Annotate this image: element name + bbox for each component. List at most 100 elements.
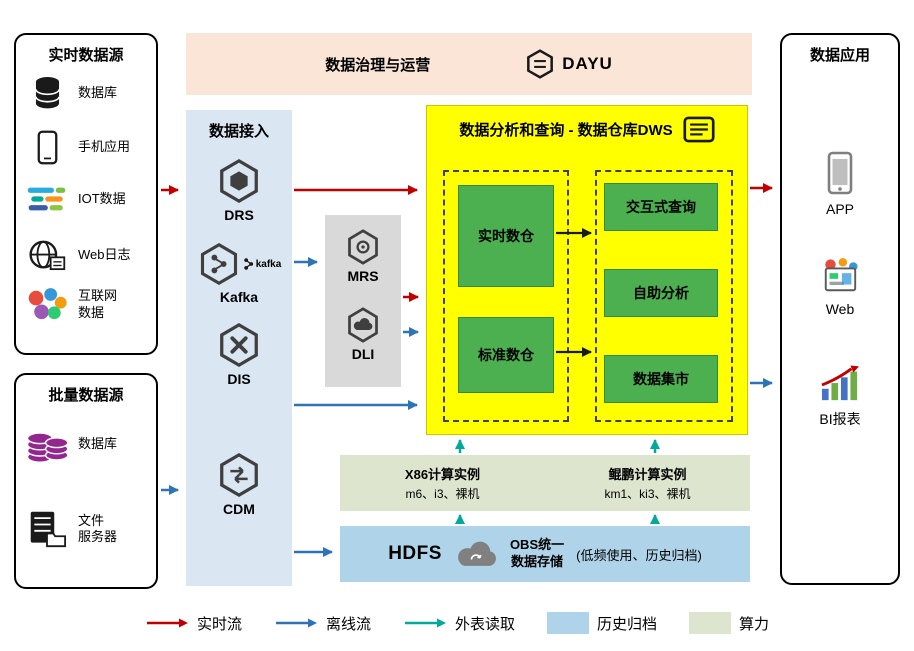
external-read-arrow-icon	[403, 617, 447, 629]
legend-label: 算力	[739, 615, 770, 633]
source-item-web-log: Web日志	[22, 238, 154, 273]
realtime-sources-title: 实时数据源	[48, 47, 124, 64]
source-label: 互联网 数据	[78, 288, 118, 320]
service-label: CDM	[223, 501, 255, 517]
legend-label: 离线流	[325, 615, 371, 633]
legend-item-external: 外表读取	[403, 613, 515, 634]
app-item-bi: BI报表	[782, 365, 898, 429]
legend: 实时流 离线流 外表读取 历史归档	[0, 612, 914, 634]
app-item-app: APP	[782, 151, 898, 217]
service-label: Kafka	[219, 289, 259, 305]
storage-bar: HDFS OBS统一 数据存储 (低频使用、历史归档)	[340, 526, 750, 582]
source-label: 数据库	[78, 85, 118, 101]
kunpeng-title: 鲲鹏计算实例	[608, 467, 687, 482]
service-dis: DIS	[186, 322, 292, 387]
batch-sources-panel: 批量数据源 数据库	[14, 373, 158, 589]
drs-icon	[216, 158, 262, 204]
green-box-label: 自助分析	[633, 285, 689, 301]
service-label: DLI	[351, 346, 375, 362]
mrs-icon	[345, 229, 381, 265]
source-label: 手机应用	[78, 139, 131, 155]
realtime-arrow-icon	[145, 617, 189, 629]
offline-arrow-icon	[274, 617, 318, 629]
service-label: DRS	[224, 207, 254, 223]
legend-label: 外表读取	[454, 615, 515, 633]
realtime-warehouse-box: 实时数仓	[458, 185, 554, 287]
archive-swatch	[547, 612, 589, 634]
app-label: APP	[825, 201, 854, 217]
obs-note: (低频使用、历史归档)	[576, 547, 702, 563]
dli-icon	[345, 307, 381, 343]
source-label: IOT数据	[78, 190, 126, 206]
ingestion-column: 数据接入 DRS	[186, 110, 292, 586]
kafka-icon-row: kafka	[197, 242, 282, 286]
legend-label: 历史归档	[597, 615, 658, 633]
kafka-wordmark: kafka	[243, 257, 282, 271]
governance-bar: 数据治理与运营 DAYU	[186, 33, 752, 95]
legend-item-archive: 历史归档	[547, 612, 657, 634]
green-box-label: 实时数仓	[478, 228, 534, 244]
app-phone-icon	[827, 151, 853, 195]
applications-panel: 数据应用 APP	[780, 33, 900, 585]
service-kafka: kafka Kafka	[186, 242, 292, 305]
dws-title-row: 数据分析和查询 - 数据仓库DWS	[427, 116, 747, 143]
warehouse-group-frame	[443, 170, 569, 422]
governance-title: 数据治理与运营	[325, 56, 431, 74]
service-cdm: CDM	[186, 452, 292, 517]
kunpeng-compute-block: 鲲鹏计算实例 km1、ki3、裸机	[545, 455, 750, 511]
analysis-group-frame	[595, 170, 733, 422]
green-box-label: 交互式查询	[626, 199, 696, 215]
kafka-hexagon-icon	[197, 242, 241, 286]
dws-zone: 数据分析和查询 - 数据仓库DWS 实时数仓 标准数仓 交互式查询 自助分析	[426, 105, 748, 435]
batch-sources-title: 批量数据源	[48, 387, 124, 404]
app-label: BI报表	[819, 411, 861, 427]
kafka-logo-text: kafka	[255, 258, 282, 270]
x86-title: X86计算实例	[404, 467, 481, 482]
service-drs: DRS	[186, 158, 292, 223]
phone-icon	[22, 130, 72, 165]
dayu-logo-text: DAYU	[562, 54, 613, 73]
source-item-file-server: 文件 服务器	[22, 510, 154, 548]
app-label: Web	[825, 301, 855, 317]
source-item-database: 数据库	[22, 75, 154, 112]
batch-database-icon	[22, 425, 72, 464]
applications-title: 数据应用	[809, 47, 870, 64]
hdfs-label: HDFS	[388, 543, 442, 564]
internet-icon	[22, 287, 72, 322]
compute-swatch	[689, 612, 732, 634]
service-mrs: MRS	[325, 229, 401, 284]
source-label: 文件 服务器	[78, 512, 118, 544]
realtime-sources-panel: 实时数据源 数据库 手机应用	[14, 33, 158, 355]
self-service-analysis-box: 自助分析	[604, 269, 718, 317]
source-item-internet-data: 互联网 数据	[22, 287, 154, 322]
source-item-iot: IOT数据	[22, 185, 154, 213]
database-icon	[22, 75, 72, 112]
kafka-logo-icon	[243, 257, 254, 271]
dayu-logo: DAYU	[525, 49, 613, 79]
kunpeng-spec: km1、ki3、裸机	[604, 487, 691, 501]
obs-cloud-icon	[454, 539, 498, 569]
service-label: MRS	[347, 268, 379, 284]
service-dli: DLI	[325, 307, 401, 362]
web-browser-icon	[818, 257, 862, 295]
standard-warehouse-box: 标准数仓	[458, 317, 554, 393]
obs-label: OBS统一 数据存储	[509, 537, 565, 569]
service-label: DIS	[227, 371, 251, 387]
legend-label: 实时流	[196, 615, 242, 633]
ingestion-title: 数据接入	[208, 123, 269, 140]
data-mart-box: 数据集市	[604, 355, 718, 403]
source-label: 数据库	[78, 436, 118, 452]
cdm-icon	[216, 452, 262, 498]
source-label: Web日志	[78, 247, 131, 263]
dis-icon	[216, 322, 262, 368]
bi-report-icon	[818, 365, 862, 403]
dws-title: 数据分析和查询 - 数据仓库DWS	[459, 122, 673, 139]
green-box-label: 标准数仓	[478, 347, 534, 363]
legend-item-realtime: 实时流	[145, 613, 242, 634]
interactive-query-box: 交互式查询	[604, 183, 718, 231]
processing-box: MRS DLI	[325, 215, 401, 387]
source-item-mobile-app: 手机应用	[22, 130, 154, 165]
report-doc-icon	[683, 116, 715, 143]
app-item-web: Web	[782, 257, 898, 317]
